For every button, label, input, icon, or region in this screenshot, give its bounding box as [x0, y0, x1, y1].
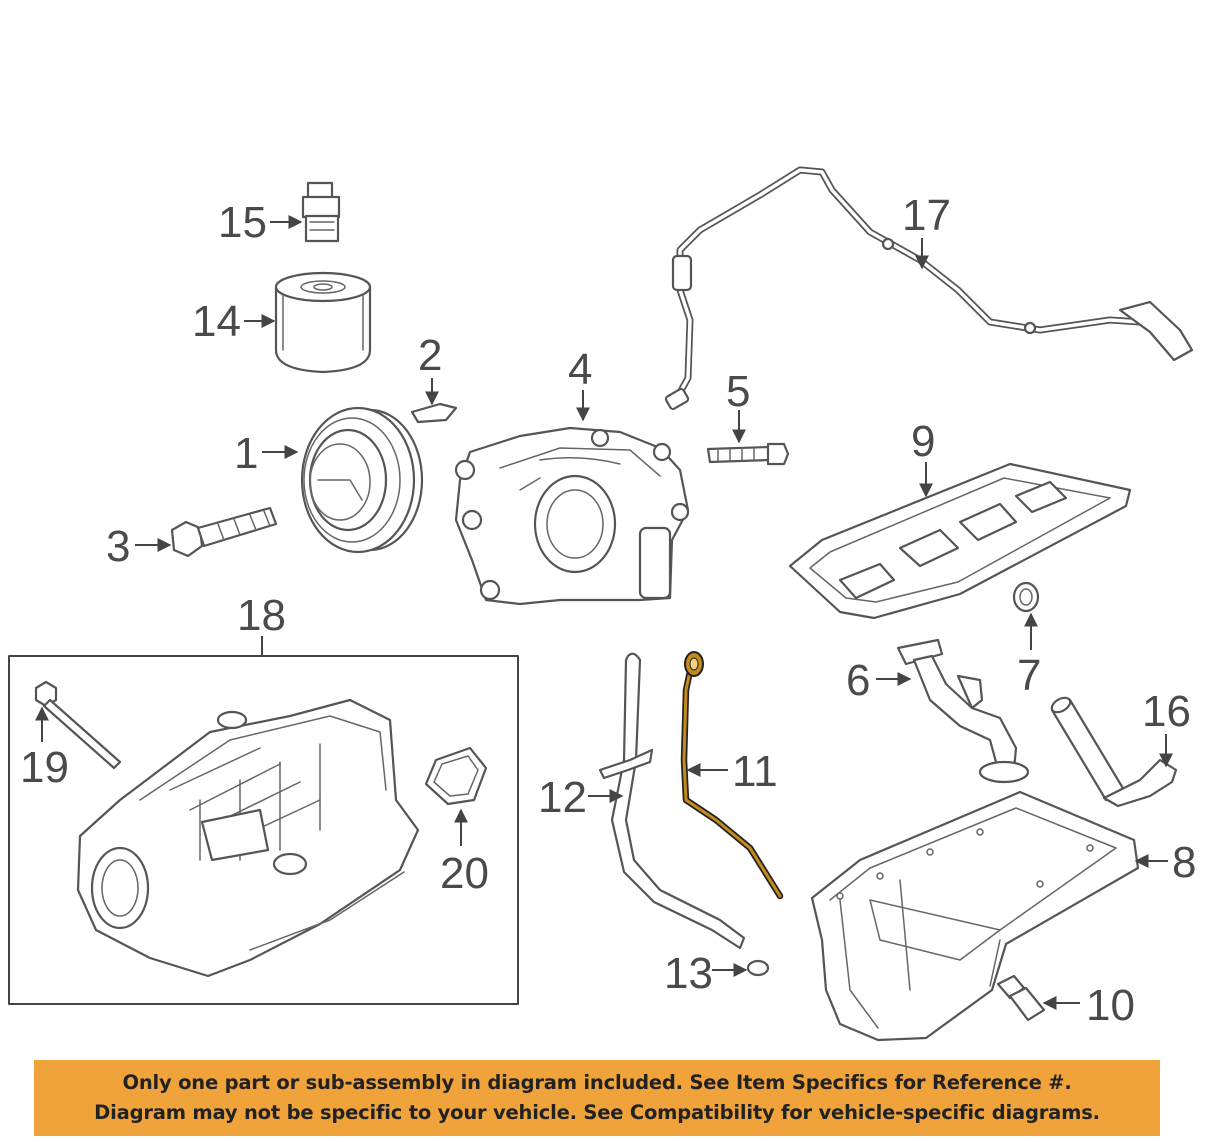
callout-numbers: 15 14 2 1 3 4 5 17 9 7 6 16 8 10 11 12 1…	[20, 191, 1196, 1030]
callout-19: 19	[20, 743, 69, 792]
part-12-dipstick-tube[interactable]	[598, 652, 746, 950]
callout-1: 1	[234, 429, 258, 478]
part-4-oil-pump[interactable]	[454, 426, 690, 606]
part-6-oil-pickup-tube[interactable]	[896, 638, 1030, 784]
callout-6: 6	[846, 656, 870, 705]
callout-17: 17	[902, 191, 951, 240]
part-10-drain-plug[interactable]	[996, 974, 1046, 1022]
callout-12: 12	[538, 773, 587, 822]
part-13-o-ring[interactable]	[746, 959, 770, 977]
part-18-intake-manifold-group[interactable]	[8, 655, 519, 1005]
callout-9: 9	[911, 417, 935, 466]
part-7-o-ring[interactable]	[1012, 581, 1040, 613]
callout-3: 3	[106, 522, 130, 571]
callout-10: 10	[1086, 981, 1135, 1030]
part-9-oil-pan-gasket[interactable]	[788, 462, 1132, 620]
callout-7: 7	[1017, 651, 1041, 700]
part-20-manifold-gasket[interactable]	[424, 746, 488, 806]
callout-14: 14	[192, 297, 241, 346]
disclaimer-line-1: Only one part or sub-assembly in diagram…	[122, 1071, 1072, 1094]
part-11-dipstick-highlighted[interactable]	[680, 651, 784, 900]
callout-8: 8	[1172, 838, 1196, 887]
callout-13: 13	[664, 949, 713, 998]
callout-4: 4	[568, 345, 592, 394]
part-3-damper-bolt[interactable]	[170, 506, 278, 558]
part-1-vibration-damper[interactable]	[300, 406, 424, 554]
part-19-manifold-bolt[interactable]	[34, 680, 122, 770]
part-5-oil-pump-bolt[interactable]	[706, 442, 790, 466]
callout-20: 20	[440, 849, 489, 898]
part-8-oil-pan[interactable]	[810, 790, 1140, 1042]
part-15-oil-pressure-sensor[interactable]	[301, 181, 341, 243]
callout-18: 18	[237, 591, 286, 640]
disclaimer-line-2: Diagram may not be specific to your vehi…	[94, 1101, 1100, 1124]
callout-5: 5	[726, 367, 750, 416]
part-14-oil-filter[interactable]	[274, 271, 372, 374]
callout-15: 15	[218, 198, 267, 247]
part-2-crankshaft-key[interactable]	[410, 402, 458, 424]
part-16-tube-assembly[interactable]	[1049, 695, 1178, 808]
disclaimer-banner: Only one part or sub-assembly in diagram…	[34, 1060, 1160, 1136]
callout-16: 16	[1142, 687, 1191, 736]
callout-2: 2	[418, 331, 442, 380]
leader-lines	[35, 215, 1173, 1010]
callout-11: 11	[732, 747, 778, 796]
part-17-sensor-harness[interactable]	[664, 166, 1194, 411]
